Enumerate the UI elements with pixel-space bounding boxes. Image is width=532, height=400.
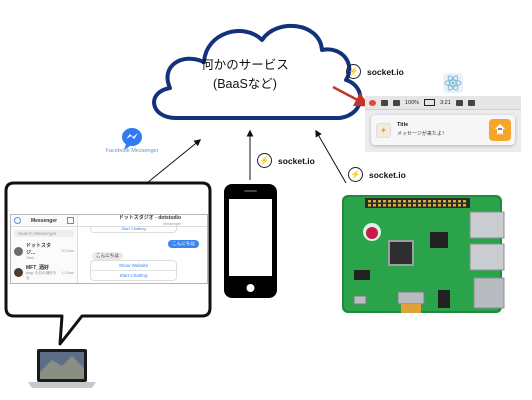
electron-icon bbox=[443, 73, 463, 93]
notification-title: Title bbox=[397, 122, 409, 128]
laptop bbox=[28, 349, 96, 388]
button-card: Show Website Start Chatting bbox=[90, 260, 177, 281]
messenger-caption: Facebook Messenger bbox=[105, 148, 159, 154]
thread-name: ドットスタジオ - dotstudio bbox=[118, 215, 181, 221]
cloud-label: 何かのサービス (BaaSなど) bbox=[170, 56, 320, 94]
conversation-time: 9:22am bbox=[61, 249, 74, 253]
list-item: ドットスタジ... Ymd... 9:22am bbox=[11, 240, 77, 262]
squid-icon bbox=[495, 124, 505, 135]
search-input: Search Messenger bbox=[14, 230, 74, 237]
conversation-time: 1:13am bbox=[61, 270, 74, 275]
messenger-icon bbox=[122, 128, 142, 150]
avatar bbox=[14, 268, 23, 277]
display-icon bbox=[381, 99, 388, 106]
conversation-list-header: Messenger bbox=[11, 215, 77, 227]
outgoing-message: こんにちは bbox=[168, 240, 199, 248]
conversation-name: MFT_酒好 bbox=[26, 265, 50, 271]
notification-banner: ✦ Title メッセージが来たよ！ bbox=[371, 115, 515, 145]
avatar bbox=[14, 246, 23, 256]
menu-clock: 3:21 bbox=[440, 99, 451, 106]
app-status-icon bbox=[369, 99, 376, 106]
mac-notification-screenshot: 100% 3:21 ✦ Title メッセージが来たよ！ bbox=[365, 96, 521, 152]
arrow-pi-to-cloud bbox=[315, 129, 347, 184]
socketio-text-pi: socket.io bbox=[369, 169, 406, 180]
compose-icon bbox=[67, 217, 74, 224]
squid-app-icon bbox=[489, 119, 511, 141]
conversation-preview: ping: 今日の酒好きな bbox=[26, 271, 57, 280]
socketio-text-top: socket.io bbox=[367, 66, 404, 77]
cloud-shape bbox=[152, 23, 363, 120]
thread-header: ドットスタジオ - dotstudio Messenger bbox=[78, 215, 207, 227]
socketio-icon: ⚡ bbox=[348, 167, 363, 182]
notification-center-icon bbox=[467, 99, 475, 106]
socketio-icon: ⚡ bbox=[346, 64, 361, 79]
show-website-button: Show Website bbox=[91, 261, 176, 271]
bell-icon: ✦ bbox=[376, 123, 391, 138]
smartphone bbox=[224, 184, 277, 298]
incoming-message: こんにちは bbox=[92, 252, 123, 260]
notification-text: メッセージが来たよ！ bbox=[397, 131, 447, 137]
volume-icon bbox=[393, 99, 400, 106]
thread-subtitle: Messenger bbox=[163, 222, 181, 226]
top-card-link: Start Chatting bbox=[90, 226, 177, 233]
cloud-label-line2: (BaaSなど) bbox=[213, 77, 277, 91]
list-item: MFT_酒好 ping: 今日の酒好きな 1:13am bbox=[11, 262, 77, 283]
socketio-text-phone: socket.io bbox=[278, 155, 315, 166]
socketio-label-phone: ⚡ socket.io bbox=[257, 153, 315, 168]
arrow-laptop-to-cloud bbox=[146, 139, 202, 184]
conversation-name: ドットスタジ... bbox=[26, 243, 52, 256]
battery-icon bbox=[424, 99, 436, 106]
battery-percent: 100% bbox=[405, 99, 420, 106]
messenger-chat-screenshot: Messenger Search Messenger ドットスタジ... Ymd… bbox=[10, 214, 208, 284]
gear-icon bbox=[14, 217, 21, 224]
cloud-label-line1: 何かのサービス bbox=[201, 58, 289, 72]
socketio-label-pi: ⚡ socket.io bbox=[348, 167, 406, 182]
thread-panel: ドットスタジオ - dotstudio Messenger Start Chat… bbox=[78, 215, 207, 283]
conversation-list: Messenger Search Messenger ドットスタジ... Ymd… bbox=[11, 215, 78, 283]
socketio-label-top: ⚡ socket.io bbox=[346, 64, 404, 79]
search-icon bbox=[455, 99, 463, 106]
messenger-title: Messenger bbox=[30, 217, 58, 224]
mac-menu-bar: 100% 3:21 bbox=[365, 96, 521, 110]
conversation-preview: Ymd... bbox=[26, 256, 37, 260]
arrow-cloud-to-mac bbox=[332, 85, 370, 107]
start-chatting-button: Start Chatting bbox=[119, 273, 148, 278]
socketio-icon: ⚡ bbox=[257, 153, 272, 168]
raspberry-pi bbox=[342, 195, 505, 313]
